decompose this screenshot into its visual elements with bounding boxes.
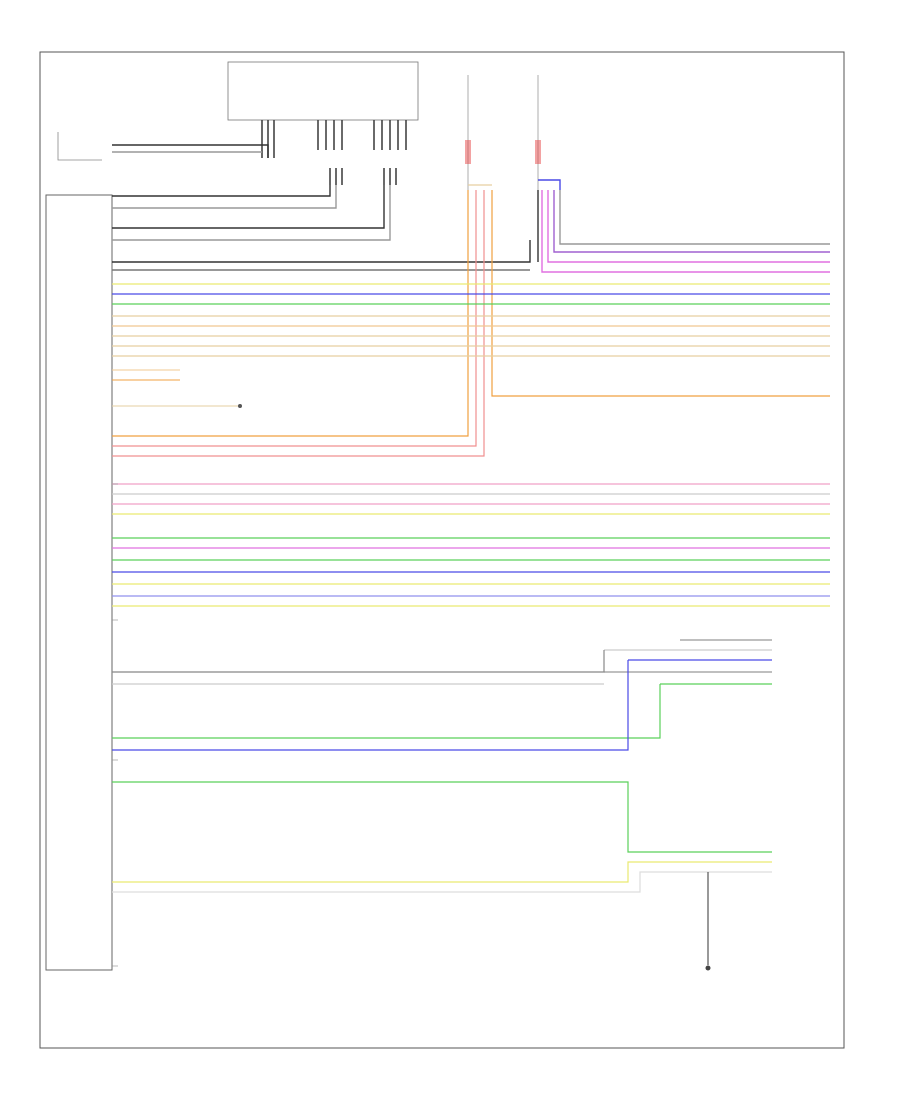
left-module-outline <box>45 194 113 971</box>
bus-group-2 <box>112 483 830 515</box>
mid-right-connector <box>112 639 772 751</box>
upper-black-wires <box>112 144 531 271</box>
local-wires <box>112 369 242 408</box>
top-left-bracket <box>57 132 102 161</box>
top-center-component-box <box>227 61 419 121</box>
fuse-stubs <box>465 75 541 190</box>
top-connector-pins <box>261 120 407 185</box>
right-fuse-harness <box>537 179 830 273</box>
bus-group-1 <box>112 283 830 357</box>
lower-right-connector <box>112 781 772 971</box>
diagram-frame <box>39 51 845 1049</box>
left-fuse-harness <box>112 184 830 457</box>
bus-group-3 <box>112 537 830 607</box>
module-pin-ticks <box>112 483 118 967</box>
